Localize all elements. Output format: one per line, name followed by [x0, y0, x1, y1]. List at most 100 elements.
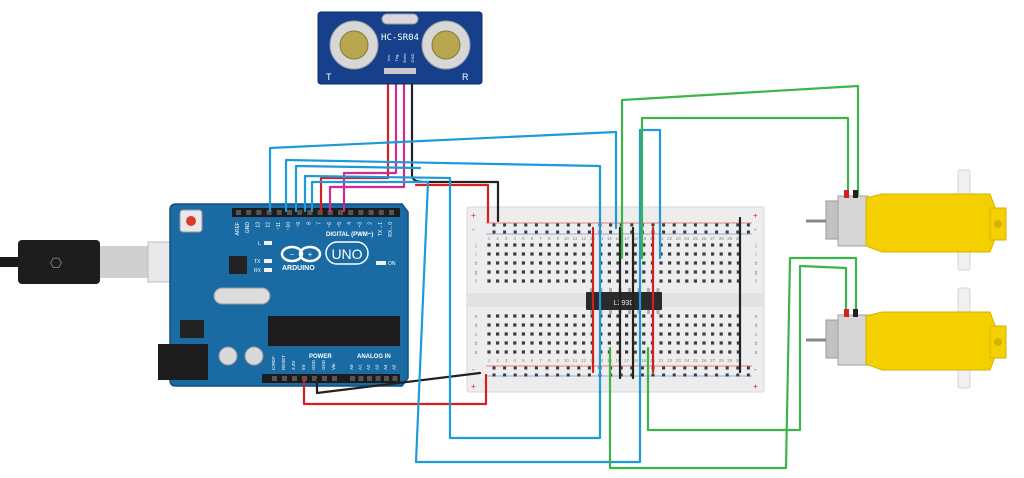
digital-pin-hole[interactable] [378, 210, 384, 215]
digital-pin-hole[interactable] [338, 210, 343, 215]
analog-pin-hole[interactable] [358, 376, 364, 381]
wire-green-4 [646, 264, 848, 432]
sensor-pins[interactable] [384, 68, 416, 74]
rail-minus-br: - [754, 365, 757, 374]
analog-pin-label: A3 [375, 364, 380, 370]
row-label: i [475, 252, 476, 258]
column-label: 12 [581, 358, 587, 363]
power-pin-label: Vin [331, 363, 336, 370]
digital-pin-hole[interactable] [246, 210, 252, 215]
digital-pin-hole[interactable] [358, 210, 364, 215]
column-label: 21 [658, 358, 664, 363]
capacitor [244, 346, 264, 366]
column-label: 30 [736, 236, 742, 241]
power-pin-hole[interactable] [332, 376, 337, 381]
analog-pin-hole[interactable] [392, 376, 398, 381]
row-label: b [755, 341, 758, 347]
wire-green-3 [608, 256, 858, 470]
power-header-label: POWER [309, 354, 332, 360]
digital-pin-hole[interactable] [368, 210, 374, 215]
digital-pin-hole[interactable] [276, 210, 282, 215]
column-label: 27 [710, 358, 716, 363]
digital-pin-label: RX←0 [388, 222, 394, 237]
power-pin-hole[interactable] [282, 376, 287, 381]
analog-pin-label: A4 [383, 364, 388, 370]
column-label: 21 [658, 236, 664, 241]
power-pin-hole[interactable] [272, 376, 277, 381]
row-label: g [755, 270, 758, 276]
power-pin-hole[interactable] [292, 376, 297, 381]
power-jack[interactable] [158, 344, 208, 380]
usb-chip [229, 256, 247, 274]
svg-text:+: + [308, 250, 313, 259]
arduino-logo: − + [280, 245, 322, 263]
sensor-pin-label: Echo [402, 53, 407, 63]
digital-pin-label: ~3 [357, 222, 363, 228]
digital-pin-hole[interactable] [297, 210, 303, 215]
model-label: UNO [331, 246, 362, 262]
power-pin-label: RESET [281, 355, 286, 370]
wire-green-2 [640, 116, 850, 260]
power-pin-hole[interactable] [322, 376, 327, 381]
digital-pin-label: 4 [347, 222, 353, 225]
digital-pin-hole[interactable] [287, 210, 292, 215]
voltage-regulator [180, 320, 204, 338]
on-label: ON [388, 261, 396, 267]
analog-pin-hole[interactable] [384, 376, 389, 381]
analog-header[interactable] [348, 374, 400, 383]
digital-pin-label: ~9 [296, 222, 302, 228]
column-label: 18 [633, 358, 639, 363]
column-label: 4 [514, 358, 517, 363]
row-label: j [474, 243, 476, 249]
dc-motor-bottom[interactable] [806, 287, 1007, 389]
power-pin-label: 5V [301, 364, 306, 370]
analog-pin-label: A1 [358, 364, 363, 370]
column-label: 29 [727, 358, 733, 363]
digital-pin-label: AREF [235, 222, 241, 235]
wire-blue-4 [310, 128, 662, 464]
column-label: 22 [667, 236, 673, 241]
column-label: 26 [701, 358, 707, 363]
analog-header-label: ANALOG IN [357, 354, 391, 360]
power-pin-hole[interactable] [302, 376, 307, 381]
digital-pin-hole[interactable] [389, 210, 394, 215]
column-label: 16 [615, 358, 621, 363]
column-label: 30 [736, 358, 742, 363]
power-pin-hole[interactable] [312, 376, 317, 381]
capacitor [218, 346, 238, 366]
ic-label: L293D [614, 300, 635, 307]
digital-pin-hole[interactable] [236, 210, 241, 215]
rail-minus-tr: - [754, 225, 757, 234]
breadboard-holes[interactable] [487, 223, 750, 377]
digital-pin-label: 7 [317, 222, 323, 225]
digital-header[interactable] [232, 208, 400, 217]
dc-motor-top[interactable] [806, 169, 1007, 271]
digital-pin-holes [236, 210, 394, 215]
digital-pin-hole[interactable] [266, 210, 272, 215]
column-label: 4 [514, 236, 517, 241]
digital-pin-hole[interactable] [256, 210, 262, 215]
row-label: a [755, 350, 758, 356]
row-label: j [754, 243, 756, 249]
column-label: 17 [624, 358, 630, 363]
rail-plus-br: + [753, 382, 758, 391]
column-label: 22 [667, 358, 673, 363]
column-label: 25 [693, 236, 699, 241]
column-label: 10 [564, 358, 570, 363]
wire-red-vcc [319, 82, 390, 213]
digital-pin-hole[interactable] [307, 210, 313, 215]
analog-pin-hole[interactable] [375, 376, 381, 381]
analog-pin-hole[interactable] [367, 376, 372, 381]
digital-pin-hole[interactable] [348, 210, 354, 215]
power-pin-holes [272, 376, 398, 381]
column-label: 7 [539, 358, 542, 363]
wire-green-1 [620, 84, 860, 260]
digital-pin-hole[interactable] [317, 210, 323, 215]
sensor-pin-label: Vcc [386, 55, 391, 62]
analog-pin-hole[interactable] [350, 376, 355, 381]
digital-pin-hole[interactable] [327, 210, 333, 215]
wire-black-gnd-board [315, 371, 482, 395]
row-label: d [475, 323, 478, 329]
column-label: 17 [624, 236, 630, 241]
